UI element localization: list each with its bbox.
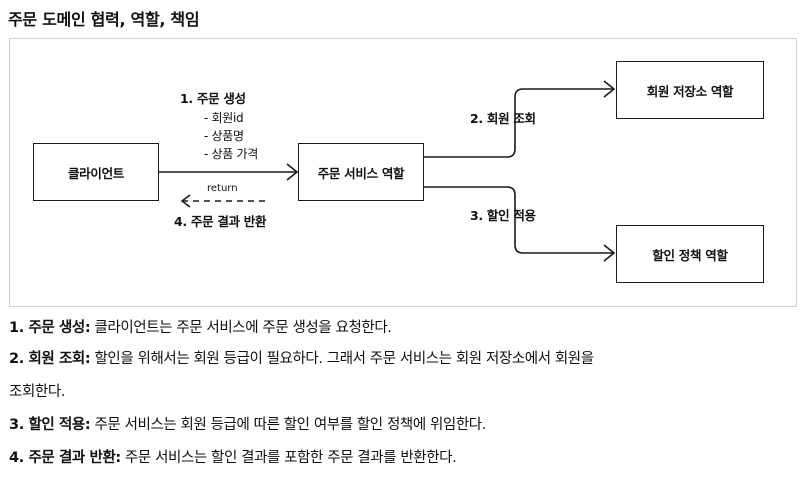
- return-result-label: 4. 주문 결과 반환: [174, 214, 267, 229]
- description-item-1: 1. 주문 생성: 클라이언트는 주문 서비스에 주문 생성을 요청한다.: [9, 316, 392, 337]
- description-text: 주문 서비스는 할인 결과를 포함한 주문 결과를 반환한다.: [120, 450, 457, 466]
- description-term: 4. 주문 결과 반환:: [9, 450, 121, 466]
- member-lookup-label: 2. 회원 조회: [470, 111, 536, 126]
- create-order-param: - 상품 가격: [204, 147, 259, 161]
- create-order-arrowhead: [286, 163, 299, 181]
- return-label: return: [207, 183, 238, 194]
- order-service-node: 주문 서비스 역할: [298, 143, 424, 201]
- description-text: 할인을 위해서는 회원 등급이 필요하다. 그래서 주문 서비스는 회원 저장소…: [90, 351, 594, 367]
- apply-discount-arrowhead: [603, 244, 616, 262]
- member-lookup-arrow-line: [422, 88, 613, 158]
- description-item-2-continued: 조회한다.: [9, 384, 65, 400]
- description-item-4: 4. 주문 결과 반환: 주문 서비스는 할인 결과를 포함한 주문 결과를 반…: [9, 446, 457, 467]
- description-term: 1. 주문 생성:: [9, 320, 91, 336]
- create-order-label: 1. 주문 생성: [180, 91, 246, 106]
- discount-policy-node: 할인 정책 역할: [616, 225, 764, 283]
- apply-discount-arrow-line: [422, 186, 613, 254]
- member-repository-node: 회원 저장소 역할: [616, 61, 764, 119]
- connector-lines: [158, 80, 616, 262]
- member-lookup-arrowhead: [603, 80, 616, 98]
- client-node: 클라이언트: [33, 143, 159, 201]
- diagram-frame: 클라이언트 주문 서비스 역할 회원 저장소 역할 할인 정책 역할 1. 주문…: [9, 38, 797, 307]
- page-title: 주문 도메인 협력, 역할, 책임: [8, 10, 200, 29]
- return-arrowhead: [180, 194, 191, 208]
- create-order-param: - 상품명: [204, 129, 244, 143]
- description-term: 2. 회원 조회:: [9, 351, 91, 367]
- create-order-param: - 회원id: [204, 111, 244, 125]
- description-item-2: 2. 회원 조회: 할인을 위해서는 회원 등급이 필요하다. 그래서 주문 서…: [9, 347, 594, 368]
- description-term: 3. 할인 적용:: [9, 417, 91, 433]
- description-text: 주문 서비스는 회원 등급에 따른 할인 여부를 할인 정책에 위임한다.: [90, 417, 486, 433]
- apply-discount-label: 3. 할인 적용: [470, 208, 536, 223]
- description-text: 클라이언트는 주문 서비스에 주문 생성을 요청한다.: [90, 320, 392, 336]
- description-item-3: 3. 할인 적용: 주문 서비스는 회원 등급에 따른 할인 여부를 할인 정책…: [9, 413, 486, 434]
